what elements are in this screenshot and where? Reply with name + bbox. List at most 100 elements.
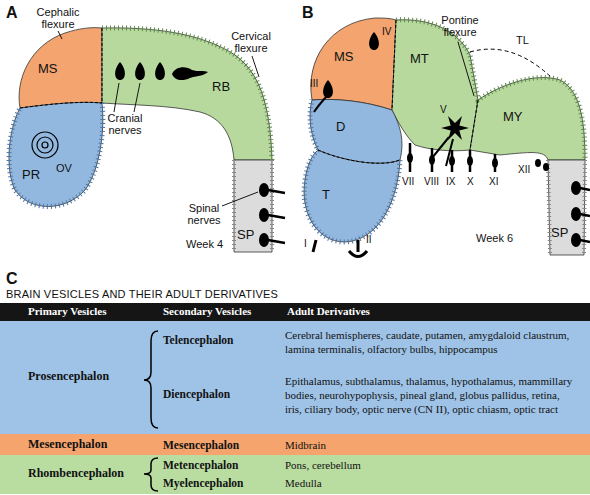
cranial-nerve-number: X bbox=[467, 176, 474, 187]
adult-derivatives: Medulla bbox=[285, 476, 322, 490]
region-shape bbox=[304, 150, 400, 242]
region-outline bbox=[546, 158, 588, 258]
cranial-nerve-number: VIII bbox=[424, 176, 439, 187]
region-abbreviation: PR bbox=[22, 168, 40, 182]
column-header: Primary Vesicles bbox=[28, 305, 107, 318]
region-shape bbox=[19, 28, 102, 108]
otic-vesicle bbox=[37, 137, 53, 153]
brain-vesicle-region: MY bbox=[468, 70, 588, 165]
cranial-nerve-number: IV bbox=[382, 26, 391, 37]
panel-letter: C bbox=[6, 270, 18, 288]
cranial-nerve-number: IX bbox=[446, 176, 455, 187]
adult-derivatives: Midbrain bbox=[285, 438, 326, 452]
table-title: BRAIN VESICLES AND THEIR ADULT DERIVATIV… bbox=[6, 288, 278, 301]
leader-line bbox=[458, 42, 474, 96]
region-abbreviation: SP bbox=[237, 228, 254, 242]
optic-stalk bbox=[357, 240, 360, 252]
region-abbreviation: RB bbox=[212, 80, 230, 94]
annotation-label: Cranial nerves bbox=[100, 112, 150, 136]
otic-vesicle bbox=[32, 132, 58, 158]
region-outline bbox=[10, 25, 105, 113]
leader-line bbox=[114, 83, 140, 112]
tela-line bbox=[470, 49, 552, 78]
primary-vesicle: Mesencephalon bbox=[28, 437, 107, 451]
cranial-nerve bbox=[155, 62, 165, 80]
annotation-label: Pontine flexure bbox=[428, 14, 492, 38]
spinal-nerve bbox=[571, 181, 581, 195]
adult-derivatives: Pons, cerebellum bbox=[285, 458, 361, 472]
wall-hatching bbox=[304, 100, 400, 242]
column-header: Secondary Vesicles bbox=[163, 305, 251, 318]
wall-hatching bbox=[548, 160, 585, 255]
region-shape bbox=[392, 20, 478, 151]
region-abbreviation: SP bbox=[551, 226, 568, 240]
annotation-label: Cephalic flexure bbox=[28, 6, 88, 30]
boundary-line bbox=[20, 102, 102, 108]
leader-line bbox=[252, 56, 259, 77]
annotation-label: Cervical flexure bbox=[222, 30, 280, 54]
region-outline bbox=[298, 145, 404, 245]
adult-derivatives: Cerebral hemispheres, caudate, putamen, … bbox=[285, 328, 577, 356]
brace bbox=[144, 331, 158, 428]
region-abbreviation: MS bbox=[334, 50, 354, 64]
region-shape bbox=[470, 78, 585, 160]
cranial-nerve-number: V bbox=[440, 104, 447, 115]
wall-hatching bbox=[396, 20, 585, 160]
secondary-vesicle: Mesencephalon bbox=[163, 438, 239, 452]
cranial-nerve bbox=[467, 156, 473, 166]
region-abbreviation: T bbox=[322, 188, 330, 202]
region-abbreviation: MT bbox=[410, 52, 429, 66]
cranial-nerve bbox=[535, 159, 541, 167]
cranial-nerve-number: XII bbox=[518, 164, 530, 175]
adult-derivatives: Epithalamus, subthalamus, thalamus, hypo… bbox=[285, 374, 577, 416]
brace bbox=[144, 458, 158, 491]
table-header-band: Primary Vesicles Secondary Vesicles Adult … bbox=[0, 303, 590, 321]
cranial-nerve bbox=[543, 163, 549, 171]
primary-vesicle: Rhombencephalon bbox=[28, 466, 124, 480]
cranial-nerve bbox=[115, 62, 125, 80]
leader-line bbox=[58, 31, 62, 39]
boundary-line bbox=[392, 20, 396, 110]
spinal-nerve bbox=[268, 190, 285, 243]
stage-label: Week 4 bbox=[186, 238, 223, 250]
cranial-nerve-number: XI bbox=[489, 176, 498, 187]
cranial-nerve bbox=[369, 32, 379, 50]
cranial-nerve bbox=[429, 155, 435, 165]
cranial-nerve bbox=[135, 62, 145, 80]
wall-hatching bbox=[9, 103, 103, 207]
panel-letter: A bbox=[6, 4, 18, 22]
secondary-vesicle: Diencephalon bbox=[163, 387, 230, 401]
leader-line bbox=[222, 192, 258, 206]
table-row-band: Mesencephalon Mesencephalon Midbrain bbox=[0, 434, 590, 455]
cranial-nerve bbox=[172, 67, 208, 80]
region-abbreviation: D bbox=[336, 120, 345, 134]
olfactory-nerve bbox=[313, 240, 316, 252]
optic-cup bbox=[349, 251, 367, 257]
cranial-nerve bbox=[407, 153, 413, 163]
trigeminal-ganglion bbox=[441, 116, 469, 140]
cranial-nerve bbox=[323, 80, 333, 98]
column-header: Adult Derivatives bbox=[287, 305, 370, 318]
cranial-nerve-number: VII bbox=[402, 176, 414, 187]
secondary-vesicle: Myelencephalon bbox=[163, 476, 244, 490]
region-abbreviation: MY bbox=[503, 110, 523, 124]
region-shape bbox=[9, 102, 103, 206]
region-shape bbox=[311, 18, 396, 110]
boundary-line bbox=[470, 100, 478, 150]
otic-vesicle bbox=[42, 142, 48, 148]
cranial-nerve-number: II bbox=[366, 234, 372, 245]
cranial-nerve bbox=[314, 97, 326, 112]
region-shape bbox=[548, 160, 585, 255]
table-row-band: ProsencephalonTelencephalonCerebral hemi… bbox=[0, 321, 590, 434]
region-shape bbox=[234, 160, 272, 252]
spinal-cord-region: SP bbox=[546, 158, 588, 258]
cranial-nerve-number: I bbox=[304, 238, 307, 249]
boundary-line bbox=[102, 28, 103, 103]
cranial-nerve bbox=[410, 143, 495, 172]
spinal-nerve bbox=[259, 183, 269, 197]
region-abbreviation: MS bbox=[38, 62, 58, 76]
spinal-nerve bbox=[571, 233, 581, 247]
region-outline bbox=[468, 70, 588, 165]
brain-vesicle-region: T bbox=[298, 145, 404, 245]
panel-letter: B bbox=[302, 4, 314, 22]
